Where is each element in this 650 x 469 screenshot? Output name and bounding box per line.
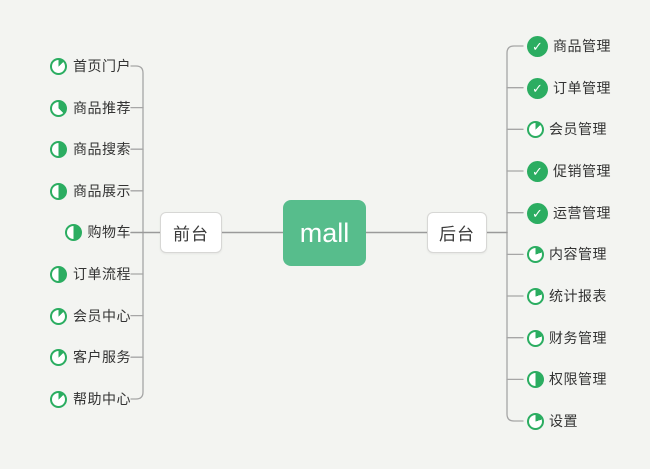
topic-label: 帮助中心 bbox=[73, 391, 131, 407]
topic-label: 购物车 bbox=[87, 224, 131, 240]
front-topic-6[interactable]: 订单流程 bbox=[50, 263, 131, 285]
progress-pie-icon bbox=[527, 245, 544, 263]
progress-pie-icon bbox=[527, 370, 544, 388]
progress-pie-icon bbox=[50, 265, 67, 283]
root-node-mall[interactable]: mall bbox=[283, 200, 366, 266]
branch-node-label: 后台 bbox=[439, 225, 475, 244]
front-topic-9[interactable]: 帮助中心 bbox=[50, 388, 131, 410]
topic-label: 客户服务 bbox=[73, 349, 131, 365]
front-topic-1[interactable]: 首页门户 bbox=[50, 55, 131, 77]
branch-node-back[interactable]: 后台 bbox=[427, 212, 487, 253]
progress-pie-icon: ✓ bbox=[527, 202, 548, 224]
progress-pie-icon: ✓ bbox=[527, 35, 548, 57]
topic-label: 商品展示 bbox=[73, 183, 131, 199]
back-topic-6[interactable]: 内容管理 bbox=[527, 243, 607, 265]
progress-pie-icon bbox=[50, 140, 67, 158]
front-topic-7[interactable]: 会员中心 bbox=[50, 305, 131, 327]
topic-label: 运营管理 bbox=[553, 205, 611, 221]
back-topic-3[interactable]: 会员管理 bbox=[527, 118, 607, 140]
topic-label: 订单管理 bbox=[553, 80, 611, 96]
branch-node-front[interactable]: 前台 bbox=[160, 212, 222, 253]
progress-pie-icon: ✓ bbox=[527, 77, 548, 99]
topic-label: 促销管理 bbox=[553, 163, 611, 179]
front-topic-2[interactable]: 商品推荐 bbox=[50, 97, 131, 119]
progress-pie-icon: ✓ bbox=[527, 160, 548, 182]
branch-node-label: 前台 bbox=[173, 225, 209, 244]
progress-pie-icon bbox=[50, 307, 67, 325]
progress-pie-icon bbox=[527, 329, 544, 347]
topic-label: 商品管理 bbox=[553, 38, 611, 54]
topic-label: 会员管理 bbox=[549, 121, 607, 137]
topic-label: 商品搜索 bbox=[73, 141, 131, 157]
topic-label: 首页门户 bbox=[73, 58, 131, 74]
back-topic-2[interactable]: ✓ 订单管理 bbox=[527, 77, 611, 99]
progress-pie-icon bbox=[50, 348, 67, 366]
front-topic-3[interactable]: 商品搜索 bbox=[50, 138, 131, 160]
progress-pie-icon bbox=[50, 390, 67, 408]
back-topic-4[interactable]: ✓ 促销管理 bbox=[527, 160, 611, 182]
progress-pie-icon bbox=[50, 182, 67, 200]
progress-pie-icon bbox=[50, 99, 67, 117]
progress-pie-icon bbox=[50, 57, 67, 75]
back-topic-1[interactable]: ✓ 商品管理 bbox=[527, 35, 611, 57]
back-topic-9[interactable]: 权限管理 bbox=[527, 368, 607, 390]
back-topic-5[interactable]: ✓ 运营管理 bbox=[527, 202, 611, 224]
front-topic-8[interactable]: 客户服务 bbox=[50, 346, 131, 368]
topic-label: 统计报表 bbox=[549, 288, 607, 304]
progress-pie-icon bbox=[527, 287, 544, 305]
progress-pie-icon bbox=[64, 223, 82, 241]
topic-label: 设置 bbox=[549, 413, 578, 429]
back-topic-7[interactable]: 统计报表 bbox=[527, 285, 607, 307]
progress-pie-icon bbox=[527, 412, 544, 430]
front-topic-5[interactable]: 购物车 bbox=[64, 221, 132, 243]
topic-label: 权限管理 bbox=[549, 371, 607, 387]
topic-label: 商品推荐 bbox=[73, 100, 131, 116]
root-node-label: mall bbox=[299, 217, 350, 248]
back-topic-10[interactable]: 设置 bbox=[527, 410, 578, 432]
topic-label: 订单流程 bbox=[73, 266, 131, 282]
progress-pie-icon bbox=[527, 120, 544, 138]
back-topic-8[interactable]: 财务管理 bbox=[527, 327, 607, 349]
topic-label: 内容管理 bbox=[549, 246, 607, 262]
topic-label: 财务管理 bbox=[549, 330, 607, 346]
front-topic-4[interactable]: 商品展示 bbox=[50, 180, 131, 202]
topic-label: 会员中心 bbox=[73, 308, 131, 324]
